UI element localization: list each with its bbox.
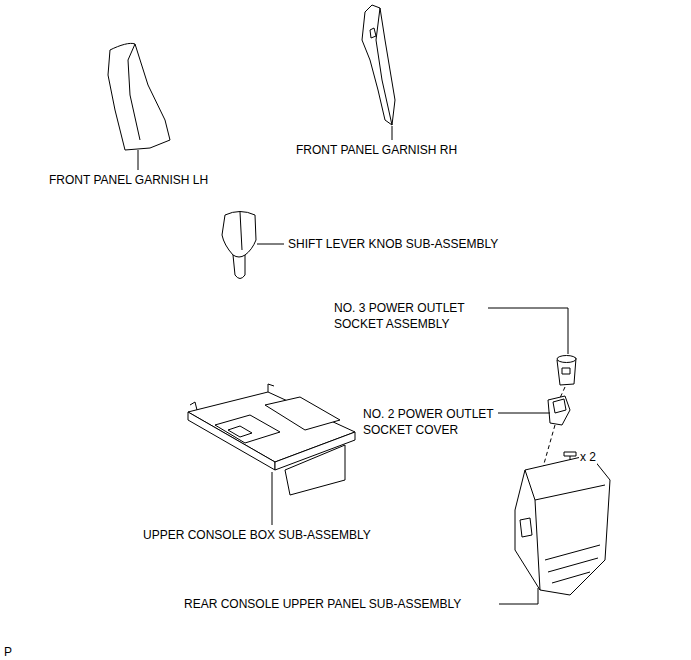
part-label: x 2	[579, 449, 597, 465]
part-label: P	[3, 644, 13, 660]
leader-line	[138, 150, 139, 170]
leader-line	[257, 244, 284, 245]
part-label: FRONT PANEL GARNISH LH	[48, 172, 209, 188]
leader-line	[499, 588, 538, 604]
leader-line	[272, 472, 273, 525]
part-label: FRONT PANEL GARNISH RH	[295, 142, 458, 158]
part-label: SHIFT LEVER KNOB SUB-ASSEMBLY	[287, 236, 499, 252]
part-label: NO. 2 POWER OUTLET SOCKET COVER	[362, 406, 498, 438]
shift-knob	[222, 212, 256, 279]
leader-line	[392, 126, 393, 140]
part-label: REAR CONSOLE UPPER PANEL SUB-ASSEMBLY	[183, 596, 462, 612]
part-label: NO. 3 POWER OUTLET SOCKET ASSEMBLY	[333, 300, 485, 332]
part-label: UPPER CONSOLE BOX SUB-ASSEMBLY	[142, 527, 372, 543]
garnish-rh	[362, 5, 395, 125]
socket-assembly	[557, 356, 576, 386]
garnish-lh	[108, 43, 170, 150]
leader-line	[488, 308, 568, 354]
rear-console-panel	[515, 455, 610, 595]
leader-line	[498, 413, 550, 414]
socket-cover	[548, 396, 570, 425]
